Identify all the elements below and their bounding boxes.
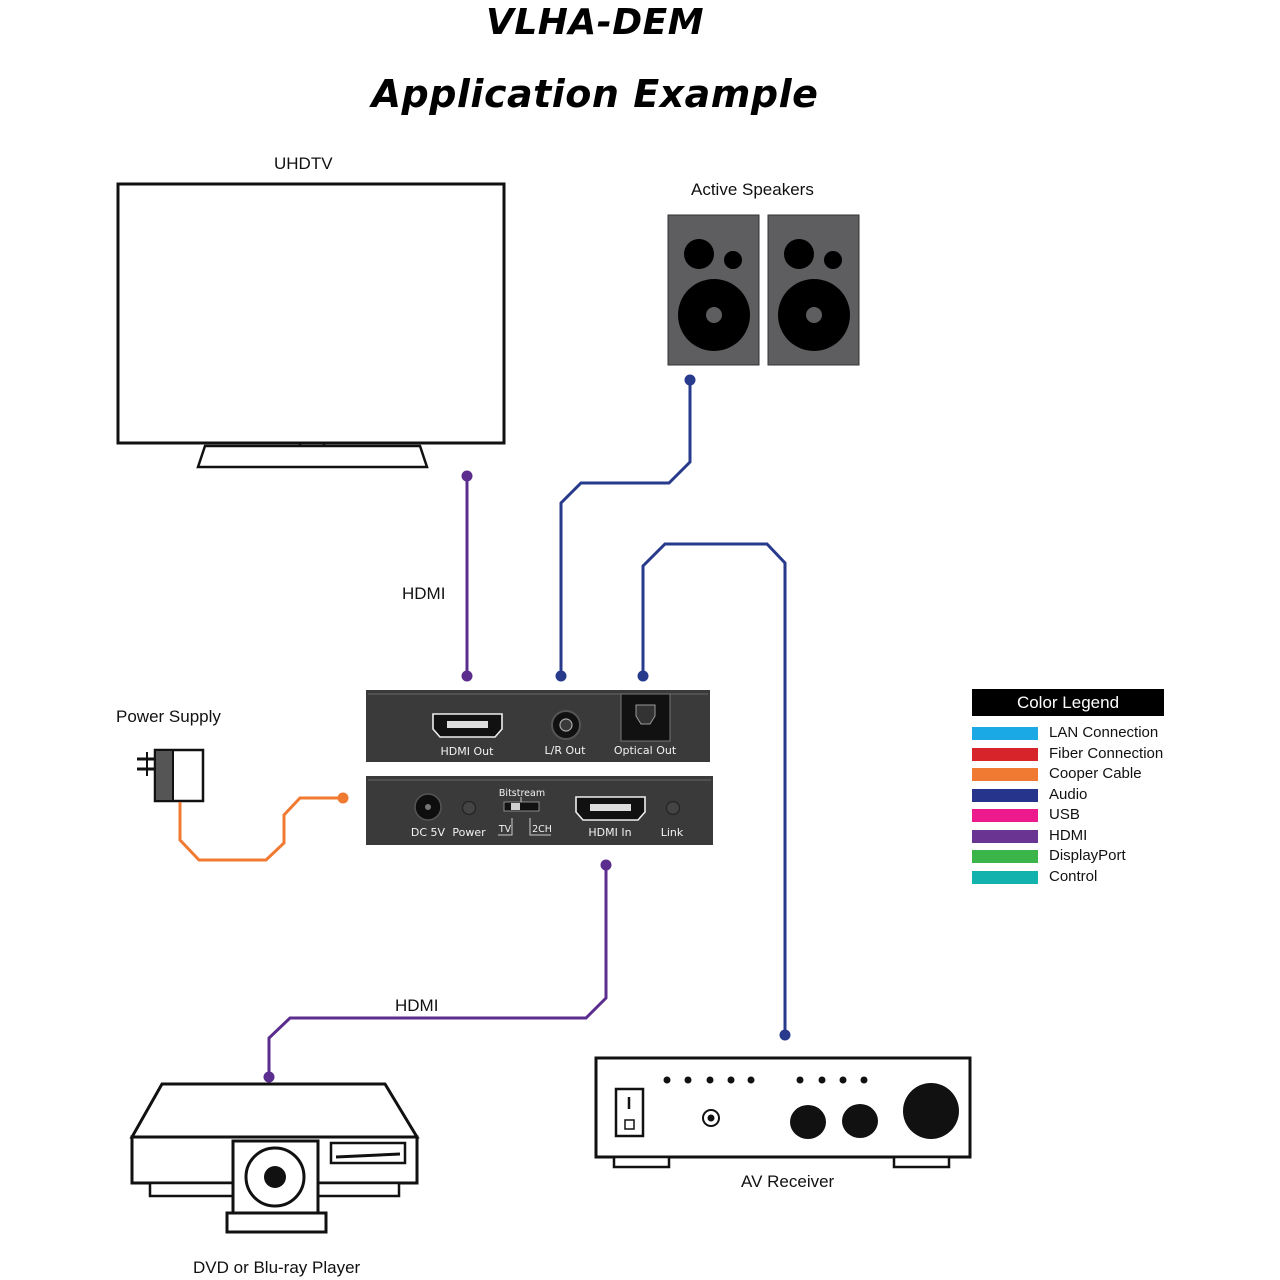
legend-label: Control — [1049, 867, 1098, 885]
legend-swatch-displayport — [972, 850, 1038, 863]
legend-swatch-lan — [972, 727, 1038, 740]
label-hdmi-top: HDMI — [402, 584, 446, 603]
port-label-optical-out: Optical Out — [614, 744, 677, 757]
legend-swatch-hdmi — [972, 829, 1038, 843]
legend-swatch-usb — [972, 809, 1038, 822]
vlha-dem-input-panel — [366, 776, 713, 845]
av-receiver-device — [594, 1056, 972, 1169]
legend-label: Audio — [1049, 785, 1088, 803]
legend-swatch-control — [972, 870, 1038, 884]
label-uhdtv: UHDTV — [274, 154, 333, 173]
cables — [178, 374, 791, 1083]
legend-item: HDMI — [972, 825, 1164, 846]
legend-item: Audio — [972, 784, 1164, 805]
legend-item: USB — [972, 804, 1164, 825]
port-label-link: Link — [661, 826, 684, 839]
port-label-power: Power — [452, 826, 486, 839]
port-label-hdmi-in: HDMI In — [588, 826, 631, 839]
legend-label: LAN Connection — [1049, 724, 1159, 741]
diagram-subtitle: Application Example — [371, 72, 819, 116]
legend-label: Fiber Connection — [1049, 744, 1164, 762]
port-label-lr-out: L/R Out — [545, 744, 587, 757]
device-port-labels: HDMI Out L/R Out Optical Out DC 5V Power… — [411, 744, 684, 839]
label-power-supply: Power Supply — [116, 707, 221, 726]
copper-cable-power — [178, 796, 343, 862]
label-av-receiver: AV Receiver — [741, 1172, 835, 1191]
port-label-bitstream: Bitstream — [499, 788, 545, 799]
hdmi-cable-player — [267, 865, 608, 1077]
legend-item: DisplayPort — [972, 845, 1164, 866]
port-label-dc5v: DC 5V — [411, 826, 446, 839]
active-speakers-device — [667, 214, 860, 366]
audio-cable-receiver — [641, 542, 787, 1035]
legend-swatch-copper — [972, 768, 1038, 781]
color-legend: Color Legend LAN Connection Fiber Connec… — [972, 689, 1164, 886]
legend-item: Control — [972, 866, 1164, 887]
dvd-player-device — [129, 1082, 420, 1234]
audio-cable-speakers — [559, 380, 692, 676]
power-supply-device — [137, 748, 205, 803]
label-hdmi-bottom: HDMI — [395, 996, 439, 1015]
diagram-title: VLHA-DEM — [485, 2, 705, 43]
label-dvd-player: DVD or Blu-ray Player — [193, 1258, 361, 1277]
legend-item: Cooper Cable — [972, 763, 1164, 784]
port-label-2ch: 2CH — [532, 824, 552, 835]
legend-label: HDMI — [1049, 826, 1088, 844]
legend-label: Cooper Cable — [1049, 765, 1142, 782]
legend-title: Color Legend — [972, 689, 1164, 716]
port-label-hdmi-out: HDMI Out — [441, 745, 495, 758]
legend-label: USB — [1049, 806, 1080, 823]
legend-swatch-audio — [972, 788, 1038, 802]
legend-item: LAN Connection — [972, 722, 1164, 743]
label-active-speakers: Active Speakers — [691, 180, 814, 199]
legend-item: Fiber Connection — [972, 743, 1164, 764]
vlha-dem-output-panel — [366, 690, 710, 762]
port-label-tv: TV — [498, 824, 512, 835]
legend-label: DisplayPort — [1049, 847, 1126, 864]
legend-swatch-fiber — [972, 747, 1038, 761]
uhdtv-device — [116, 182, 506, 469]
